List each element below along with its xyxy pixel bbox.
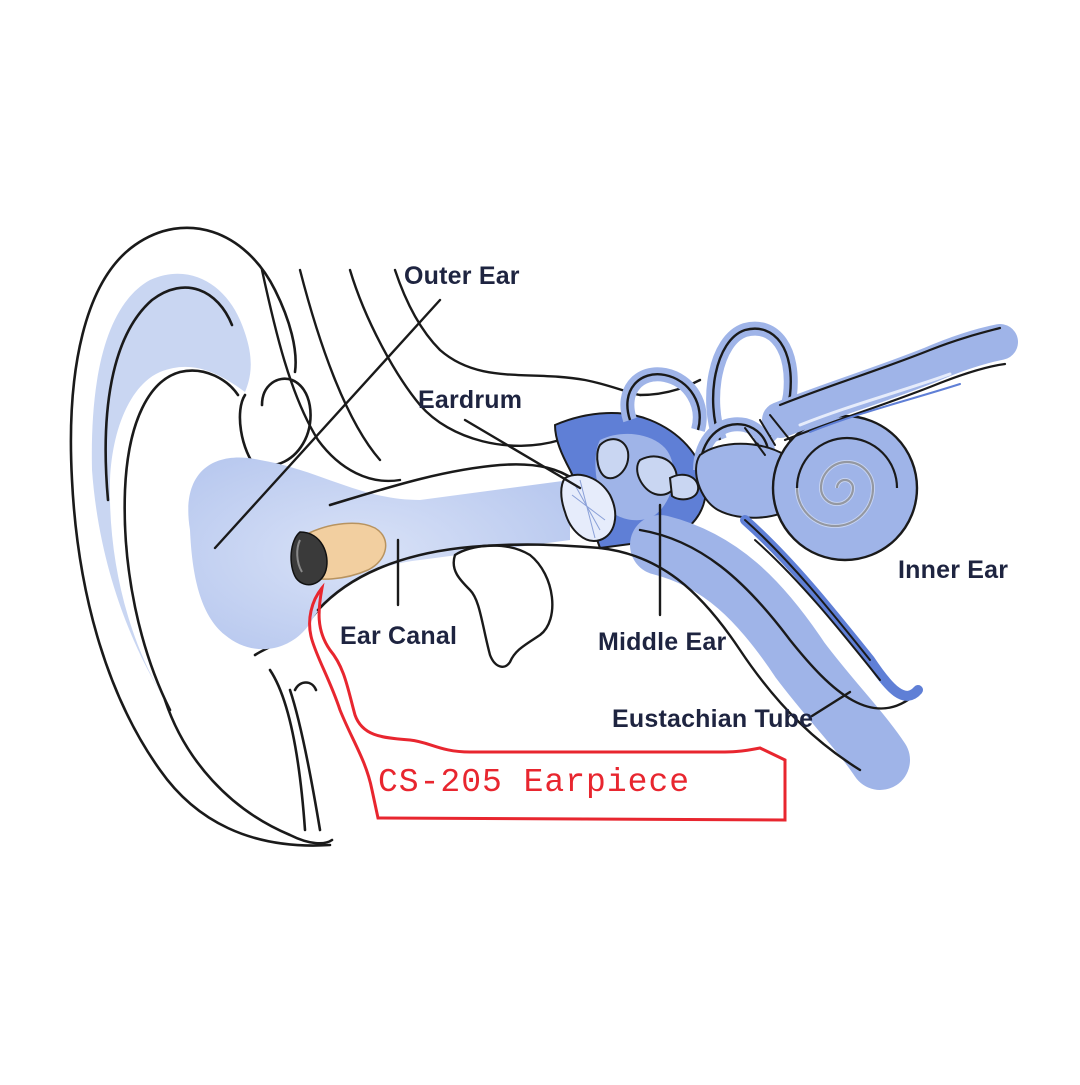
callout-earpiece-label: CS-205 Earpiece [378,764,691,801]
leader-eustachian-tube [810,690,852,718]
ossicles [596,438,700,501]
antihelix [123,369,240,712]
tragus [260,377,312,467]
label-inner-ear: Inner Ear [898,556,1009,584]
callout-outline [308,582,787,822]
ear-canal [316,463,602,612]
eardrum-lines [571,479,606,539]
auditory-nerve [744,324,1018,456]
label-ear-canal: Ear Canal [340,622,458,650]
label-eardrum: Eardrum [418,386,523,414]
earpiece-device [290,522,387,586]
helix-inner-line [104,286,234,502]
lobe-inner [288,688,322,832]
leader-outer-ear [213,298,442,550]
lobe-bump [293,681,318,692]
cochlea [771,414,919,562]
label-outer-ear: Outer Ear [404,262,520,290]
label-eustachian-tube: Eustachian Tube [612,705,814,733]
lobe [163,698,334,845]
leader-eardrum [463,418,582,490]
helix-fill [91,273,251,700]
label-middle-ear: Middle Ear [598,628,727,656]
skull-lines [260,268,702,668]
lower-ear-curve [268,668,307,832]
leader-lines [213,298,852,718]
eustachian-tube [598,515,923,790]
